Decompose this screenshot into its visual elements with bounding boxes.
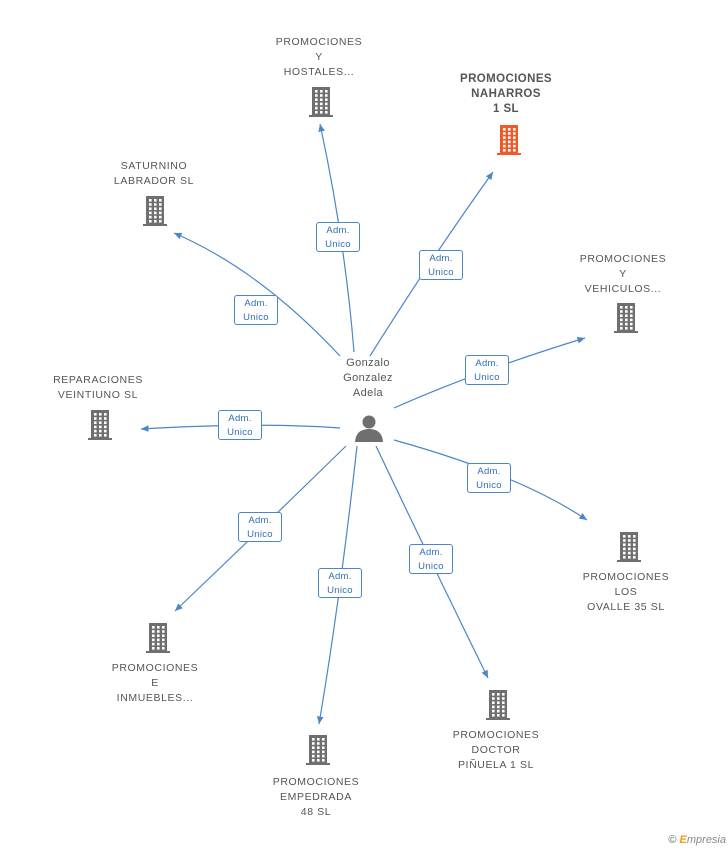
- company-label-line: LABRADOR SL: [113, 175, 195, 187]
- role-line: Unico: [227, 427, 253, 438]
- role-line: Unico: [243, 312, 269, 323]
- role-line: Unico: [327, 585, 353, 596]
- company-label-line: INMUEBLES...: [116, 692, 194, 704]
- person-name-line: Gonzalo: [346, 357, 390, 369]
- role-badge[interactable]: Adm. Unico: [409, 544, 453, 574]
- company-label-line: VEHICULOS...: [584, 283, 662, 295]
- building-icon[interactable]: [143, 196, 167, 226]
- role-badge[interactable]: Adm. Unico: [419, 250, 463, 280]
- company-label-line: PROMOCIONES: [579, 253, 667, 265]
- role-line: Adm.: [475, 358, 499, 369]
- building-icon-highlighted[interactable]: [497, 125, 521, 155]
- company-label-line: 1 SL: [493, 103, 519, 115]
- role-badge[interactable]: Adm. Unico: [218, 410, 262, 440]
- company-label-line: PROMOCIONES: [452, 729, 540, 741]
- role-badge[interactable]: Adm. Unico: [238, 512, 282, 542]
- company-label-line: PIÑUELA 1 SL: [457, 759, 535, 771]
- role-line: Adm.: [228, 413, 252, 424]
- building-icon[interactable]: [309, 87, 333, 117]
- company-label-line: 48 SL: [300, 806, 332, 818]
- person-name-line: Adela: [352, 387, 384, 399]
- company-label-reparaciones[interactable]: REPARACIONES VEINTIUNO SL: [28, 373, 168, 403]
- role-line: Adm.: [328, 571, 352, 582]
- company-label-pinuela[interactable]: PROMOCIONES DOCTOR PIÑUELA 1 SL: [426, 728, 566, 773]
- company-label-ovalle[interactable]: PROMOCIONES LOS OVALLE 35 SL: [556, 570, 696, 615]
- company-label-line: LOS: [614, 586, 638, 598]
- role-line: Adm.: [248, 515, 272, 526]
- company-label-saturnino[interactable]: SATURNINO LABRADOR SL: [84, 159, 224, 189]
- company-label-line: HOSTALES...: [283, 66, 355, 78]
- company-label-line: Y: [619, 268, 627, 280]
- footer-brand[interactable]: © Empresia: [668, 834, 726, 846]
- person-name-label[interactable]: Gonzalo Gonzalez Adela: [326, 356, 410, 401]
- company-label-line: EMPEDRADA: [280, 791, 352, 803]
- company-label-naharros[interactable]: PROMOCIONES NAHARROS 1 SL: [436, 72, 576, 117]
- role-line: Unico: [247, 529, 273, 540]
- role-line: Adm.: [326, 225, 350, 236]
- company-label-line: PROMOCIONES: [275, 36, 363, 48]
- company-label-hostales[interactable]: PROMOCIONES Y HOSTALES...: [249, 35, 389, 80]
- role-line: Adm.: [419, 547, 443, 558]
- company-label-line: PROMOCIONES: [460, 73, 552, 85]
- brand-logo: Empresia: [679, 834, 726, 846]
- building-icon[interactable]: [614, 303, 638, 333]
- company-label-line: VEINTIUNO SL: [57, 389, 139, 401]
- company-label-line: PROMOCIONES: [272, 776, 360, 788]
- company-label-line: DOCTOR: [471, 744, 521, 756]
- building-icon[interactable]: [306, 735, 330, 765]
- role-badge[interactable]: Adm. Unico: [318, 568, 362, 598]
- role-badge[interactable]: Adm. Unico: [234, 295, 278, 325]
- company-label-line: OVALLE 35 SL: [587, 601, 665, 613]
- company-label-line: NAHARROS: [471, 88, 541, 100]
- company-label-line: REPARACIONES: [53, 374, 143, 386]
- building-icon[interactable]: [88, 410, 112, 440]
- company-label-line: E: [151, 677, 159, 689]
- role-line: Unico: [418, 561, 444, 572]
- relation-edge: [173, 232, 341, 357]
- role-line: Unico: [476, 480, 502, 491]
- role-line: Adm.: [477, 466, 501, 477]
- role-badge[interactable]: Adm. Unico: [467, 463, 511, 493]
- company-label-empedrada[interactable]: PROMOCIONES EMPEDRADA 48 SL: [246, 775, 386, 820]
- person-icon[interactable]: [355, 415, 383, 443]
- building-icon[interactable]: [486, 690, 510, 720]
- company-label-line: PROMOCIONES: [582, 571, 670, 583]
- company-label-line: SATURNINO: [120, 160, 188, 172]
- company-label-vehiculos[interactable]: PROMOCIONES Y VEHICULOS...: [553, 252, 693, 297]
- role-line: Unico: [428, 267, 454, 278]
- role-badge[interactable]: Adm. Unico: [316, 222, 360, 252]
- building-icon[interactable]: [617, 532, 641, 562]
- person-name-line: Gonzalez: [343, 372, 393, 384]
- copyright-symbol: ©: [668, 834, 677, 846]
- role-line: Adm.: [429, 253, 453, 264]
- company-label-line: Y: [315, 51, 323, 63]
- company-label-inmuebles[interactable]: PROMOCIONES E INMUEBLES...: [85, 661, 225, 706]
- company-label-line: PROMOCIONES: [111, 662, 199, 674]
- role-line: Unico: [325, 239, 351, 250]
- role-line: Unico: [474, 372, 500, 383]
- building-icon[interactable]: [146, 623, 170, 653]
- role-badge[interactable]: Adm. Unico: [465, 355, 509, 385]
- role-line: Adm.: [244, 298, 268, 309]
